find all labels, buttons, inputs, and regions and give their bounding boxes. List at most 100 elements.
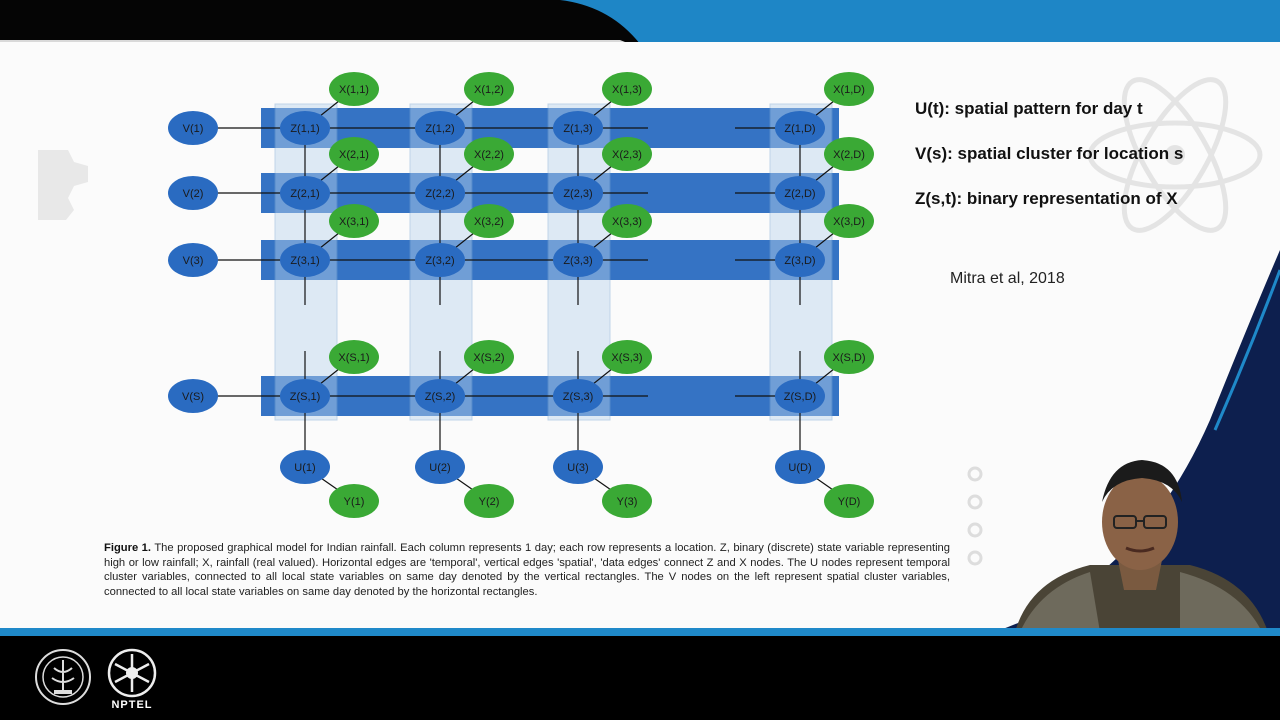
x-node-label: X(2,D) [833,149,865,161]
bottom-accent-strip [0,628,1280,636]
x-node [464,72,514,106]
figure-caption: Figure 1. The proposed graphical model f… [104,541,950,599]
y-node [824,484,874,518]
z-node-label: Z(S,2) [425,391,456,403]
x-node-label: X(1,2) [474,84,504,96]
z-node [553,379,603,413]
z-node [415,176,465,210]
z-node [553,111,603,145]
z-node [553,176,603,210]
x-node [824,340,874,374]
y-node-label: Y(1) [344,496,365,508]
x-node-label: X(S,D) [833,352,866,364]
presenter-video [1015,460,1268,632]
z-node-label: Z(1,1) [290,123,319,135]
z-node [553,243,603,277]
definition-z: Z(s,t): binary representation of X [915,189,1178,208]
z-node [775,379,825,413]
z-node [415,379,465,413]
x-node-label: X(1,3) [612,84,642,96]
x-node-label: X(S,1) [338,352,369,364]
z-node-label: Z(1,2) [425,123,454,135]
x-node-label: X(2,2) [474,149,504,161]
v-node-label: V(3) [183,255,204,267]
x-node [824,137,874,171]
v-node [168,176,218,210]
u-node-label: U(D) [788,462,811,474]
x-node-label: X(1,1) [339,84,369,96]
x-node-label: X(3,2) [474,216,504,228]
graphical-model-diagram: V(1) V(2) V(3) V(S) Z(1,1) X(1,1) Z(1,2) X(1,2)… [168,72,874,518]
z-node-label: Z(2,3) [563,188,592,200]
z-node [775,243,825,277]
z-node [280,379,330,413]
y-node-label: Y(D) [838,496,861,508]
x-node [824,72,874,106]
citation: Mitra et al, 2018 [950,270,1065,287]
z-node-label: Z(3,1) [290,255,319,267]
z-node [775,111,825,145]
v-node-label: V(1) [183,123,204,135]
z-node-label: Z(S,1) [290,391,321,403]
caption-text: The proposed graphical model for Indian … [104,542,951,598]
y-node [329,484,379,518]
z-node [415,111,465,145]
nptel-logo-icon [107,648,157,698]
z-node [280,243,330,277]
z-node-label: Z(2,D) [784,188,815,200]
z-node [280,176,330,210]
x-node [329,204,379,238]
definition-v: V(s): spatial cluster for location s [915,144,1184,163]
z-node-label: Z(2,2) [425,188,454,200]
x-node-label: X(S,3) [611,352,642,364]
right-corner-decoration [1000,250,1280,630]
caption-label: Figure 1. [104,542,152,554]
z-node-label: Z(S,D) [784,391,816,403]
u-node [775,450,825,484]
x-node-label: X(2,3) [612,149,642,161]
top-accent-band [0,0,1280,44]
x-node [464,204,514,238]
y-node [602,484,652,518]
dots-decoration [967,466,983,566]
x-node [602,340,652,374]
definition-u: U(t): spatial pattern for day t [915,99,1143,118]
z-node [280,111,330,145]
gear-decoration-icon [38,150,88,220]
u-node [553,450,603,484]
iit-kharagpur-logo-icon [35,649,91,705]
x-node [464,340,514,374]
x-node-label: X(1,D) [833,84,865,96]
v-node [168,243,218,277]
x-node-label: X(3,D) [833,216,865,228]
x-node [329,340,379,374]
z-node-label: Z(S,3) [563,391,594,403]
x-node-label: X(3,3) [612,216,642,228]
x-node [824,204,874,238]
x-node-label: X(3,1) [339,216,369,228]
y-node [464,484,514,518]
x-node [602,204,652,238]
y-node-label: Y(2) [479,496,500,508]
z-node-label: Z(3,D) [784,255,815,267]
y-node-label: Y(3) [617,496,638,508]
x-node [602,137,652,171]
v-node [168,111,218,145]
z-node-label: Z(2,1) [290,188,319,200]
u-node [280,450,330,484]
z-node-label: Z(3,3) [563,255,592,267]
u-node [415,450,465,484]
x-node-label: X(S,2) [473,352,504,364]
v-node-label: V(2) [183,188,204,200]
z-node-label: Z(1,D) [784,123,815,135]
footer-bar [0,636,1280,720]
x-node [329,137,379,171]
v-node [168,379,218,413]
x-node-label: X(2,1) [339,149,369,161]
v-node-label: V(S) [182,391,204,403]
atom-watermark-icon [1087,77,1263,233]
u-node-label: U(3) [567,462,588,474]
x-node [602,72,652,106]
x-node [464,137,514,171]
